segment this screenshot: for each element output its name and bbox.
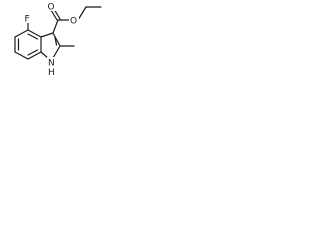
nitrogen-label: N [48, 59, 55, 69]
bond-ring-c3a-c4 [27, 29, 42, 38]
molecule-structure: F O O N H [14, 1, 102, 78]
bond-c2-n1 [52, 45, 61, 59]
nitrogen-hydrogen-label: H [48, 68, 55, 78]
fluorine-label: F [25, 15, 30, 25]
bond-double-c3-c2-inner [54, 36, 58, 46]
bond-carbonyl-double-left [50, 9, 58, 21]
bond-c3-carbonyl [52, 19, 59, 34]
bond-double-c7-c7a-inner [27, 49, 39, 56]
bonds [14, 6, 102, 60]
structure-canvas: F O O N H [0, 0, 105, 100]
bond-ring-c7-c7a [27, 51, 42, 60]
bond-ring-c6-c7 [14, 51, 29, 60]
bond-c3-c2 [52, 32, 61, 47]
bond-c3a-c3 [40, 32, 54, 38]
bond-double-c3a-c4-inner [27, 33, 39, 40]
bond-ring-c4-c5 [14, 29, 29, 38]
bond-ester-o-ch2 [77, 6, 87, 21]
atom-labels: F O O N H [23, 1, 79, 78]
carbonyl-oxygen-label: O [48, 3, 55, 13]
ester-oxygen-label: O [70, 17, 77, 27]
